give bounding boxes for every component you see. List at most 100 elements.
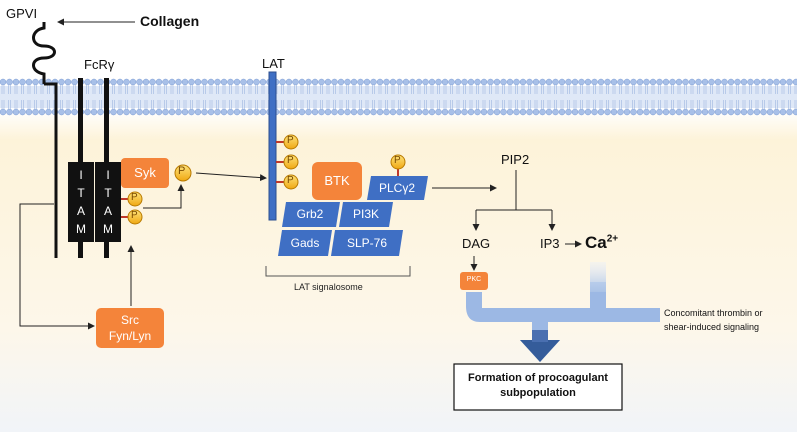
lipid-head bbox=[402, 78, 410, 86]
phospho-circle-lat-1 bbox=[283, 134, 299, 150]
lipid-head bbox=[760, 78, 767, 86]
lipid-head bbox=[240, 108, 247, 116]
lipid-head bbox=[539, 108, 546, 116]
gpvi-label: GPVI bbox=[6, 6, 38, 21]
lipid-head bbox=[584, 78, 592, 86]
lipid-head bbox=[643, 108, 650, 116]
lipid-tail bbox=[794, 100, 797, 109]
formation-line2: subpopulation bbox=[500, 387, 576, 399]
lipid-head bbox=[662, 108, 670, 116]
lipid-head bbox=[454, 108, 462, 116]
lipid-head bbox=[701, 78, 709, 86]
lipid-head bbox=[721, 78, 728, 86]
lipid-tail bbox=[612, 85, 616, 94]
itam-letter: A bbox=[103, 204, 112, 218]
lipid-tail bbox=[359, 85, 362, 94]
lipid-head bbox=[90, 108, 98, 116]
lipid-head bbox=[149, 78, 156, 86]
lipid-head bbox=[682, 108, 689, 116]
lipid-head bbox=[350, 78, 358, 86]
pkc-label: PKC bbox=[466, 276, 482, 283]
lipid-tail bbox=[196, 100, 200, 109]
merge-arrow-neck bbox=[532, 330, 548, 342]
gpvi-receptor bbox=[32, 22, 58, 258]
lipid-tail bbox=[40, 85, 44, 94]
lipid-head bbox=[714, 108, 722, 116]
lipid-tail bbox=[729, 85, 733, 94]
lipid-head bbox=[493, 108, 501, 116]
lat-signalosome-bracket bbox=[265, 266, 411, 277]
lipid-head bbox=[32, 108, 39, 116]
lipid-head bbox=[461, 108, 468, 116]
lipid-tail bbox=[378, 100, 382, 109]
lipid-head bbox=[155, 78, 163, 86]
lipid-head bbox=[38, 108, 46, 116]
lipid-tail bbox=[794, 85, 797, 94]
lipid-head bbox=[623, 78, 631, 86]
lipid-tail bbox=[677, 100, 681, 109]
lipid-tail bbox=[8, 85, 11, 94]
lipid-head bbox=[181, 78, 189, 86]
phospho-label: P bbox=[287, 155, 294, 166]
lipid-tail bbox=[417, 100, 421, 109]
lipid-tail bbox=[164, 85, 167, 94]
lipid-head bbox=[506, 108, 514, 116]
lipid-tail bbox=[528, 85, 531, 94]
lipid-head bbox=[506, 78, 514, 86]
lipid-tail bbox=[534, 85, 538, 94]
lipid-head bbox=[474, 78, 481, 86]
lipid-tail bbox=[170, 100, 174, 109]
lipid-tail bbox=[495, 100, 499, 109]
lipid-head bbox=[435, 78, 442, 86]
lipid-tail bbox=[476, 85, 479, 94]
plcy2-box bbox=[367, 176, 428, 200]
lipid-head bbox=[227, 108, 234, 116]
lipid-head bbox=[448, 108, 455, 116]
lipid-head bbox=[376, 108, 384, 116]
lipid-head bbox=[305, 78, 312, 86]
lipid-head bbox=[350, 108, 358, 116]
lipid-tail bbox=[476, 100, 479, 109]
merge-arrow-head bbox=[520, 340, 560, 362]
lipid-head bbox=[623, 108, 631, 116]
lipid-tail bbox=[515, 85, 518, 94]
lipid-tail bbox=[677, 85, 681, 94]
lipid-tail bbox=[131, 85, 135, 94]
lipid-tail bbox=[14, 100, 18, 109]
lipid-tail bbox=[658, 85, 661, 94]
lipid-tail bbox=[190, 85, 193, 94]
lipid-tail bbox=[307, 100, 310, 109]
lipid-tail bbox=[138, 85, 141, 94]
lipid-head bbox=[324, 108, 332, 116]
itam-letter: T bbox=[104, 186, 112, 200]
formation-label: Formation of procoagulant subpopulation bbox=[454, 371, 622, 401]
lipid-head bbox=[734, 108, 741, 116]
lipid-tail bbox=[352, 100, 356, 109]
lipid-head bbox=[487, 78, 494, 86]
lipid-tail bbox=[307, 85, 310, 94]
lipid-head bbox=[318, 78, 325, 86]
lipid-tail bbox=[456, 100, 460, 109]
lipid-tail bbox=[378, 85, 382, 94]
lat-bar bbox=[268, 71, 277, 221]
lipid-tail bbox=[710, 100, 713, 109]
src-label-line1: Src bbox=[121, 313, 139, 327]
lipid-head bbox=[142, 108, 150, 116]
phospho-circle-itam-2 bbox=[127, 209, 143, 225]
lipid-head bbox=[162, 108, 169, 116]
lipid-head bbox=[688, 108, 696, 116]
lipid-head bbox=[19, 108, 26, 116]
lipid-tail bbox=[144, 85, 148, 94]
lipid-head bbox=[415, 108, 423, 116]
lipid-head bbox=[285, 78, 293, 86]
lipid-tail bbox=[664, 100, 668, 109]
lipid-tail bbox=[404, 85, 408, 94]
lipid-head bbox=[318, 108, 325, 116]
lipid-tail bbox=[469, 85, 473, 94]
lipid-head bbox=[480, 108, 488, 116]
lipid-head bbox=[259, 78, 267, 86]
lipid-head bbox=[188, 108, 195, 116]
lipid-head bbox=[285, 108, 293, 116]
grb2-label: Grb2 bbox=[296, 207, 324, 221]
lipid-head bbox=[636, 108, 644, 116]
